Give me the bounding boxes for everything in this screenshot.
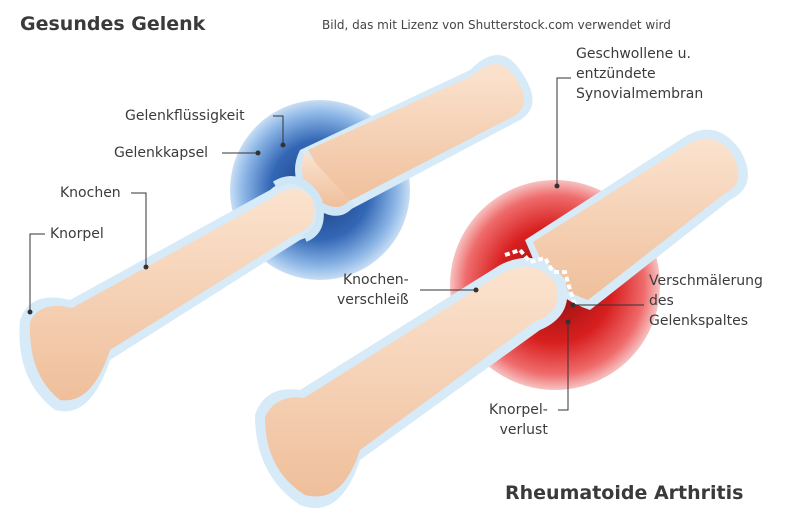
healthy-lower-bone — [19, 179, 322, 412]
label-knorpelverlust: Knorpel- verlust — [489, 400, 548, 440]
image-credit: Bild, das mit Lizenz von Shutterstock.co… — [322, 18, 671, 32]
leader-knochen — [131, 193, 146, 267]
label-synovialmembran-line2: entzündete — [576, 64, 703, 84]
label-verschmaelerung-line3: Gelenkspaltes — [649, 311, 763, 331]
label-knorpelverlust-line1: Knorpel- — [489, 400, 548, 420]
leader-synovial — [557, 78, 571, 186]
label-gelenkkapsel: Gelenkkapsel — [114, 143, 208, 163]
label-synovialmembran-line3: Synovialmembran — [576, 84, 703, 104]
label-knochenverschleiss-line2: verschleiß — [337, 290, 409, 310]
label-knochenverschleiss: Knochen- verschleiß — [337, 270, 409, 310]
label-knorpelverlust-line2: verlust — [489, 420, 548, 440]
label-synovialmembran: Geschwollene u. entzündete Synovialmembr… — [576, 44, 703, 104]
label-gelenkfluessigkeit: Gelenkflüssigkeit — [125, 106, 245, 126]
label-knorpel: Knorpel — [50, 224, 104, 244]
label-synovialmembran-line1: Geschwollene u. — [576, 44, 703, 64]
title-healthy-joint: Gesundes Gelenk — [20, 13, 205, 35]
label-verschmaelerung: Verschmälerung des Gelenkspaltes — [649, 271, 763, 331]
label-knochenverschleiss-line1: Knochen- — [337, 270, 409, 290]
label-verschmaelerung-line2: des — [649, 291, 763, 311]
label-verschmaelerung-line1: Verschmälerung — [649, 271, 763, 291]
label-knochen: Knochen — [60, 183, 121, 203]
title-rheumatoid-arthritis: Rheumatoide Arthritis — [505, 482, 743, 504]
